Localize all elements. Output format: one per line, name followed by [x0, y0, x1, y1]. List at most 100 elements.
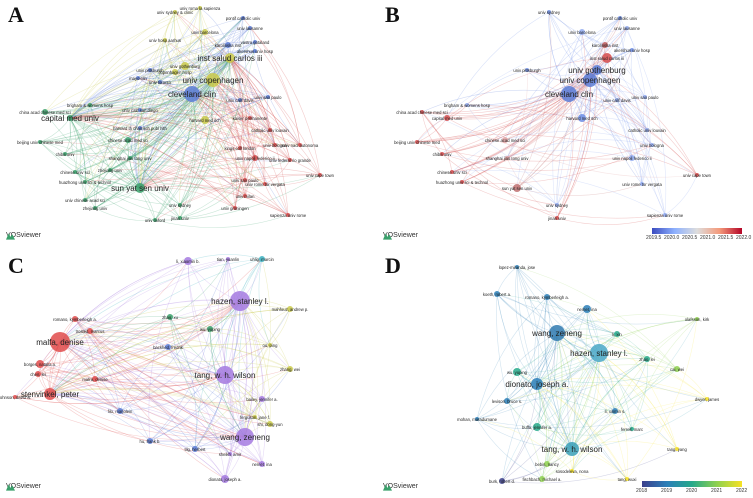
network-node[interactable] — [148, 68, 152, 72]
network-node[interactable] — [42, 109, 48, 115]
network-node[interactable] — [216, 366, 234, 384]
network-node[interactable] — [288, 158, 292, 162]
network-node[interactable] — [72, 316, 78, 322]
network-node[interactable] — [645, 128, 649, 132]
network-node[interactable] — [35, 371, 41, 377]
network-node[interactable] — [138, 126, 142, 130]
network-node[interactable] — [228, 452, 232, 456]
network-node[interactable] — [206, 73, 220, 87]
network-node[interactable] — [614, 331, 620, 337]
network-node[interactable] — [117, 408, 123, 414]
network-node[interactable] — [555, 203, 559, 207]
network-node[interactable] — [513, 184, 521, 192]
network-node[interactable] — [192, 446, 198, 452]
network-node[interactable] — [450, 170, 454, 174]
network-node[interactable] — [93, 206, 97, 210]
network-node[interactable] — [88, 103, 92, 107]
network-node[interactable] — [241, 16, 245, 20]
network-node[interactable] — [221, 475, 229, 483]
network-node[interactable] — [198, 6, 202, 10]
network-node[interactable] — [67, 115, 73, 121]
network-node[interactable] — [267, 421, 273, 427]
network-node[interactable] — [44, 388, 56, 400]
network-node[interactable] — [36, 360, 44, 368]
network-node[interactable] — [173, 10, 177, 14]
network-node[interactable] — [675, 447, 679, 451]
network-node[interactable] — [253, 40, 257, 44]
network-node[interactable] — [549, 325, 565, 341]
network-node[interactable] — [233, 206, 237, 210]
network-node[interactable] — [243, 194, 247, 198]
network-node[interactable] — [298, 143, 302, 147]
network-node[interactable] — [602, 53, 612, 63]
network-node[interactable] — [630, 427, 634, 431]
network-node[interactable] — [618, 16, 622, 20]
network-node[interactable] — [544, 294, 550, 300]
network-node[interactable] — [178, 216, 182, 220]
network-node[interactable] — [499, 478, 505, 484]
network-node[interactable] — [172, 69, 178, 75]
network-node[interactable] — [287, 366, 293, 372]
network-node[interactable] — [583, 73, 597, 87]
network-node[interactable] — [268, 128, 272, 132]
network-node[interactable] — [248, 26, 252, 30]
network-node[interactable] — [92, 376, 98, 382]
network-node[interactable] — [83, 198, 87, 202]
network-node[interactable] — [153, 218, 157, 222]
network-node[interactable] — [266, 95, 270, 99]
network-node[interactable] — [201, 116, 209, 124]
network-node[interactable] — [165, 344, 171, 350]
network-node[interactable] — [555, 216, 559, 220]
network-node[interactable] — [238, 98, 242, 102]
network-node[interactable] — [273, 143, 277, 147]
network-node[interactable] — [230, 291, 250, 311]
network-node[interactable] — [163, 38, 167, 42]
network-node[interactable] — [440, 152, 444, 156]
network-node[interactable] — [253, 49, 257, 53]
network-node[interactable] — [38, 140, 42, 144]
network-node[interactable] — [108, 168, 112, 172]
network-node[interactable] — [236, 428, 254, 446]
network-node[interactable] — [640, 182, 644, 186]
network-node[interactable] — [178, 203, 182, 207]
network-node[interactable] — [505, 156, 509, 160]
network-node[interactable] — [147, 438, 153, 444]
network-node[interactable] — [592, 65, 602, 75]
network-node[interactable] — [136, 76, 140, 80]
network-node[interactable] — [259, 256, 265, 262]
network-node[interactable] — [128, 156, 132, 160]
network-node[interactable] — [643, 95, 647, 99]
network-node[interactable] — [286, 213, 290, 217]
network-node[interactable] — [226, 257, 230, 261]
network-node[interactable] — [50, 332, 70, 352]
network-node[interactable] — [531, 378, 543, 390]
network-node[interactable] — [515, 265, 519, 269]
network-node[interactable] — [135, 183, 145, 193]
network-node[interactable] — [243, 178, 247, 182]
network-node[interactable] — [650, 143, 654, 147]
network-node[interactable] — [87, 328, 93, 334]
network-node[interactable] — [184, 86, 200, 102]
network-node[interactable] — [547, 10, 551, 14]
network-node[interactable] — [565, 442, 579, 456]
network-node[interactable] — [674, 366, 680, 372]
network-node[interactable] — [252, 155, 258, 161]
network-node[interactable] — [533, 423, 541, 431]
network-node[interactable] — [225, 53, 235, 63]
network-node[interactable] — [167, 314, 173, 320]
network-node[interactable] — [225, 42, 231, 48]
network-node[interactable] — [663, 213, 667, 217]
network-node[interactable] — [253, 415, 257, 419]
network-node[interactable] — [504, 398, 510, 404]
network-node[interactable] — [502, 137, 508, 143]
network-node[interactable] — [158, 80, 162, 84]
network-node[interactable] — [625, 26, 629, 30]
network-node[interactable] — [625, 477, 629, 481]
network-node[interactable] — [525, 68, 529, 72]
network-node[interactable] — [248, 116, 252, 120]
network-node[interactable] — [544, 461, 550, 467]
network-node[interactable] — [513, 368, 521, 376]
network-node[interactable] — [583, 305, 591, 313]
network-node[interactable] — [415, 140, 419, 144]
network-node[interactable] — [578, 114, 586, 122]
